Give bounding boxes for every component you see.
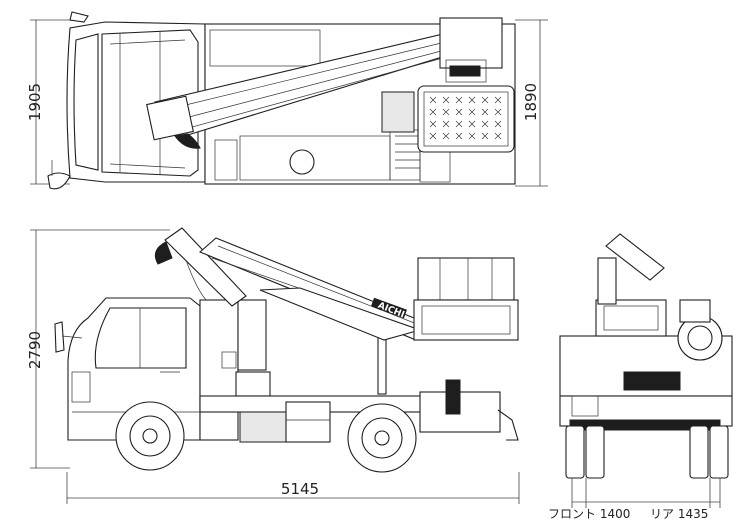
perforation-mark — [468, 120, 476, 128]
perforation-mark — [494, 132, 502, 140]
perforation-mark — [468, 96, 476, 104]
rear-wheel-side — [347, 403, 417, 473]
dimension-5145: 5145 — [281, 480, 319, 498]
rear-body — [559, 233, 733, 431]
dimension-1890: 1890 — [522, 83, 540, 121]
top-view: 1905 1890 — [26, 11, 548, 190]
perforation-mark — [442, 96, 450, 104]
perforation-mark — [429, 96, 437, 104]
cab-side — [54, 297, 201, 441]
perforation-mark — [429, 132, 437, 140]
body-side — [199, 299, 519, 443]
side-height-dimension: 2790 — [26, 229, 170, 469]
perforation-mark — [481, 120, 489, 128]
front-wheel-side — [115, 401, 185, 471]
rear-view: フロント 1400 リア 1435 — [548, 233, 733, 521]
rear-wheels — [565, 425, 729, 479]
track-rear-label: リア 1435 — [650, 507, 708, 521]
track-front-label: フロント 1400 — [548, 507, 630, 521]
top-width-dimension-right: 1890 — [515, 19, 548, 187]
perforation-mark — [429, 108, 437, 116]
perforation-mark — [455, 120, 463, 128]
dimension-2790: 2790 — [26, 331, 44, 369]
perforation-mark — [481, 132, 489, 140]
basket-top — [417, 85, 515, 153]
top-width-dimension-left: 1905 — [26, 19, 70, 185]
perforation-mark — [442, 132, 450, 140]
perforation-mark — [455, 96, 463, 104]
perforation-mark — [481, 96, 489, 104]
cab-top — [47, 11, 206, 190]
dimension-1905: 1905 — [26, 83, 44, 121]
perforation-mark — [494, 120, 502, 128]
boom-top — [146, 17, 503, 149]
side-view: 2790 5145 — [26, 227, 520, 504]
basket-side — [413, 257, 519, 341]
perforation-mark — [442, 120, 450, 128]
track-dimension: フロント 1400 リア 1435 — [548, 478, 721, 521]
perforation-mark — [468, 108, 476, 116]
perforation-mark — [455, 108, 463, 116]
basket-perforation — [429, 96, 502, 140]
perforation-mark — [481, 108, 489, 116]
perforation-mark — [494, 108, 502, 116]
perforation-mark — [455, 132, 463, 140]
perforation-mark — [494, 96, 502, 104]
perforation-mark — [468, 132, 476, 140]
perforation-mark — [442, 108, 450, 116]
side-length-dimension: 5145 — [66, 472, 520, 504]
perforation-mark — [429, 120, 437, 128]
